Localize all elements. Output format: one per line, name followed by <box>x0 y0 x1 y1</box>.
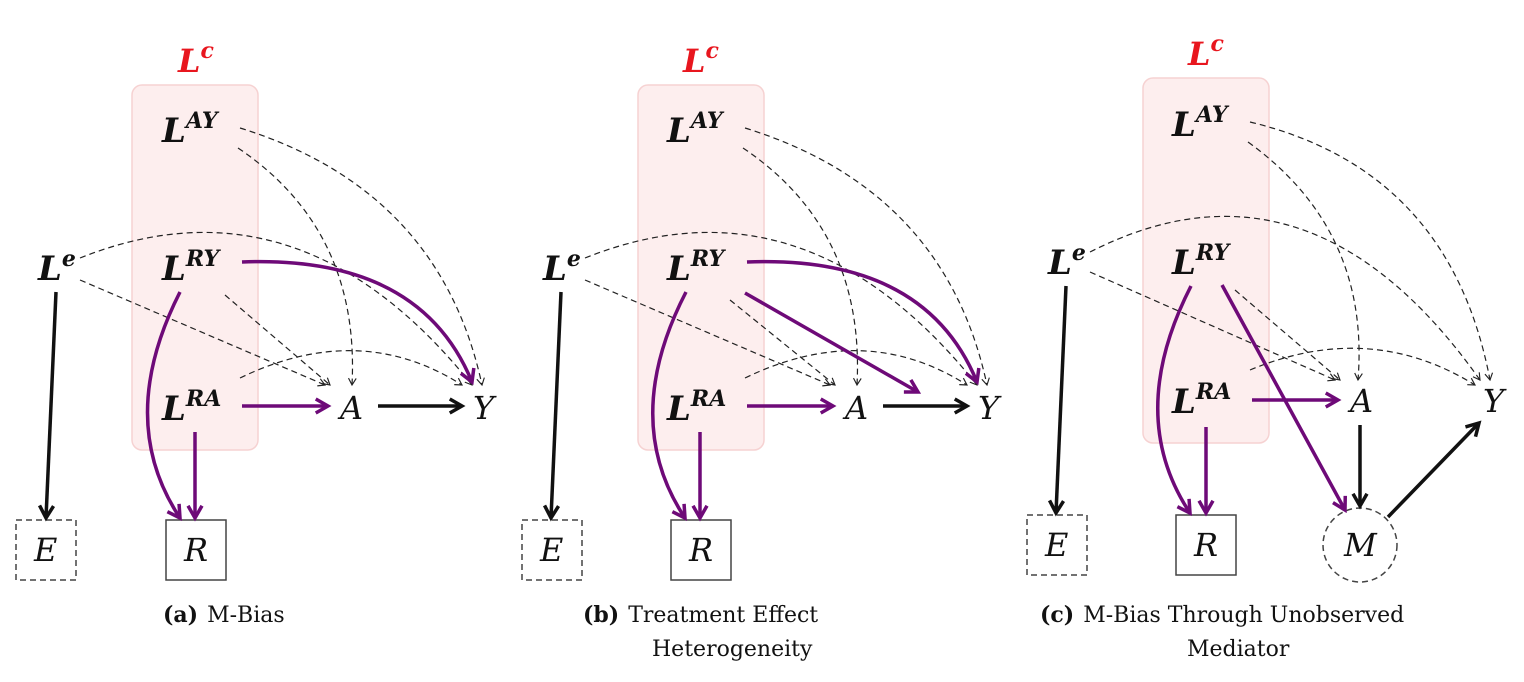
edge-lay-a-b <box>742 147 862 387</box>
node-le-b: Le <box>542 246 581 289</box>
edge-lra-y-c <box>1249 347 1476 386</box>
caption-a: (a)M-Bias <box>163 602 285 628</box>
caption-b-line2: Heterogeneity <box>652 637 813 662</box>
node-a-a: A <box>337 389 363 427</box>
edge-le-a-b <box>584 279 832 387</box>
panel-a: Lc LAY LRY LRA Le A Y E R <box>15 38 497 581</box>
node-r-box-b <box>670 519 732 581</box>
node-m-c: M <box>1343 526 1378 564</box>
node-r-b: R <box>688 531 713 569</box>
node-r-box-c <box>1175 514 1237 576</box>
caption-c-line2: Mediator <box>1187 637 1290 662</box>
edge-lry-a-b <box>729 299 836 386</box>
node-r-a: R <box>183 531 208 569</box>
edge-lry-a-a <box>224 294 331 386</box>
node-le-a: Le <box>37 246 76 289</box>
node-lry-c: LRY <box>1171 240 1232 283</box>
edge-lry-r-a <box>145 291 182 521</box>
node-lra-a: LRA <box>161 386 221 429</box>
panel-c: Lc LAY LRY LRA Le A Y E R M <box>1026 31 1507 583</box>
edge-lay-y-b <box>744 127 990 387</box>
edge-le-e-b <box>542 291 563 522</box>
node-r-c: R <box>1193 526 1218 564</box>
edge-le-e-c <box>1047 285 1068 517</box>
node-y-c: Y <box>1483 382 1507 420</box>
edge-lry-r-b <box>651 291 688 521</box>
edge-lry-ay-b <box>744 291 922 394</box>
node-a-c: A <box>1347 382 1373 420</box>
node-lay-c: LAY <box>1171 102 1230 145</box>
node-le-c: Le <box>1047 240 1086 283</box>
node-lry-b: LRY <box>666 246 727 289</box>
node-r-box-a <box>165 519 227 581</box>
edge-lay-a-a <box>237 147 357 387</box>
node-lay-b: LAY <box>666 108 725 151</box>
node-e-a: E <box>33 531 57 569</box>
node-e-box-c <box>1026 514 1088 576</box>
edge-lra-y-a <box>239 350 463 386</box>
edge-lry-y-b <box>746 259 981 386</box>
edge-lry-m-c <box>1220 284 1348 514</box>
edge-lry-a-c <box>1234 289 1341 381</box>
node-e-box-b <box>521 519 583 581</box>
node-a-b: A <box>842 389 868 427</box>
edge-lry-r-c <box>1156 285 1193 516</box>
lc-label-b: Lc <box>682 38 720 80</box>
node-lra-b: LRA <box>666 386 726 429</box>
node-y-a: Y <box>473 389 497 427</box>
edge-le-y-b <box>584 231 978 386</box>
edge-lra-y-b <box>744 350 968 386</box>
edge-lry-y-a <box>241 259 476 386</box>
edge-le-a-c <box>1089 271 1337 382</box>
edge-le-y-c <box>1089 215 1481 381</box>
node-lry-a: LRY <box>161 246 222 289</box>
edge-m-y-c <box>1386 420 1482 519</box>
edge-le-e-a <box>37 291 58 522</box>
edge-lay-y-a <box>239 127 485 387</box>
node-lra-c: LRA <box>1171 379 1231 422</box>
node-e-c: E <box>1044 526 1068 564</box>
edge-le-a-a <box>79 279 327 387</box>
lc-label-a: Lc <box>177 38 215 80</box>
panel-b: Lc LAY LRY LRA Le A Y E R <box>521 38 1002 581</box>
node-lay-a: LAY <box>161 108 220 151</box>
caption-b-line1: (b)Treatment Effect <box>583 602 818 628</box>
node-y-b: Y <box>978 389 1002 427</box>
edge-lay-y-c <box>1249 121 1494 382</box>
caption-c-line1: (c)M-Bias Through Unobserved <box>1040 602 1404 628</box>
lc-label-c: Lc <box>1187 31 1225 73</box>
node-e-b: E <box>539 531 563 569</box>
edge-le-y-a <box>79 231 473 386</box>
